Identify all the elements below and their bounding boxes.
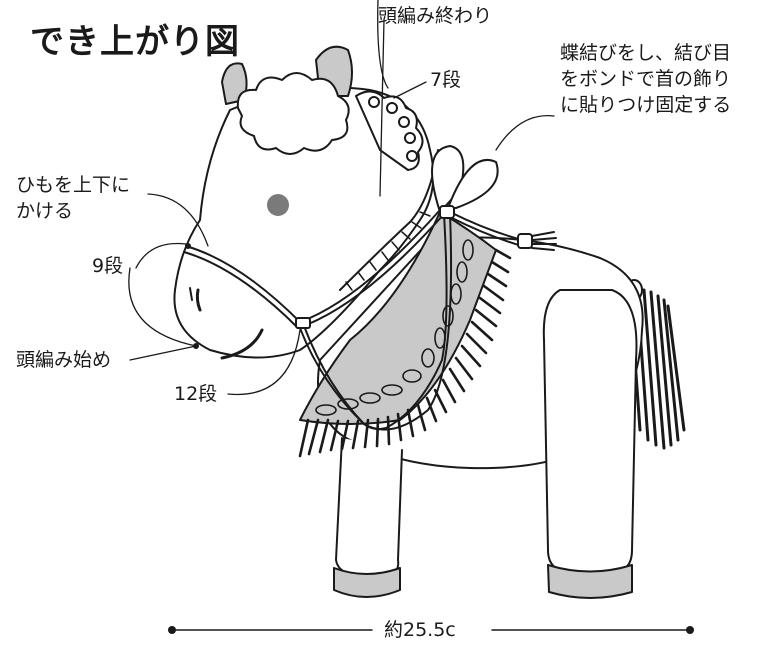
front-hoof [333, 567, 401, 598]
forelock [236, 72, 350, 155]
head-mane [355, 90, 424, 171]
nostril-2 [189, 287, 193, 301]
front-leg [335, 437, 403, 577]
label-string: ひもを上下に かける [16, 174, 131, 222]
label-head-start: 頭編み始め [16, 349, 112, 371]
label-head-end: 頭編み終わり [378, 5, 493, 27]
eye [267, 194, 289, 216]
size-end-dot [686, 626, 694, 634]
bow-knot [431, 145, 557, 251]
label-row7: 7段 [430, 69, 462, 91]
hind-leg [542, 289, 638, 573]
label-row12: 12段 [174, 383, 218, 405]
cord-knot [295, 317, 311, 329]
label-row9: 9段 [92, 255, 124, 277]
seam-stitches [345, 211, 431, 291]
start-dot [193, 343, 199, 349]
cape-braid [315, 239, 474, 416]
label-size: 約25.5c [384, 619, 456, 641]
page-title: でき上がり図 [30, 22, 240, 62]
leader-lines [128, 0, 555, 396]
nostril [195, 288, 202, 312]
hind-hoof [547, 564, 633, 599]
size-start-dot [168, 626, 176, 634]
label-bow-instruction: 蝶結びをし、結び目 をボンドで首の飾り に貼りつけ固定する [560, 42, 732, 116]
mouth [220, 328, 264, 360]
row9-dot [185, 243, 191, 249]
